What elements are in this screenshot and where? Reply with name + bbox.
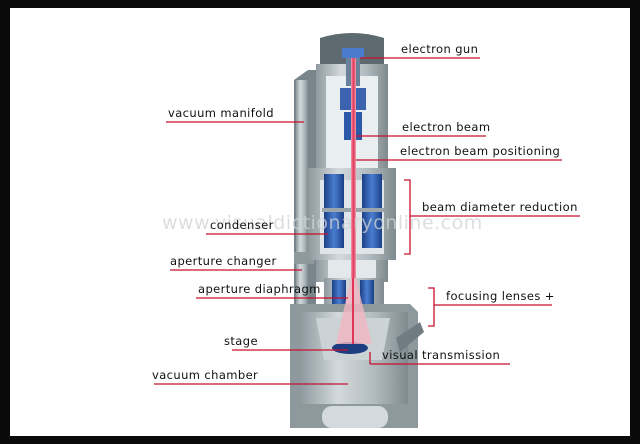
label-vacuum-chamber: vacuum chamber [152,368,258,382]
electron-beam-path [336,58,372,344]
watermark-text: www.visualdictionaryonline.com [162,212,483,234]
stage-plate [332,342,368,354]
label-vacuum-manifold: vacuum manifold [168,106,274,120]
electron-microscope-diagram: www.visualdictionaryonline.com electron … [152,33,580,428]
leader-lines [154,57,580,385]
label-condenser: condenser [210,218,274,232]
label-electron-beam-positioning: electron beam positioning [400,144,560,158]
label-aperture-changer: aperture changer [170,254,277,268]
label-stage: stage [224,334,258,348]
label-focusing-lenses: focusing lenses + [446,289,555,303]
diagram-frame: www.visualdictionaryonline.com electron … [10,8,630,436]
label-electron-gun: electron gun [401,42,478,56]
label-beam-diameter-reduction: beam diameter reduction [422,200,578,214]
label-visual-transmission: visual transmission [382,348,500,362]
label-electron-beam: electron beam [402,120,490,134]
label-aperture-diaphragm: aperture diaphragm [198,282,321,296]
